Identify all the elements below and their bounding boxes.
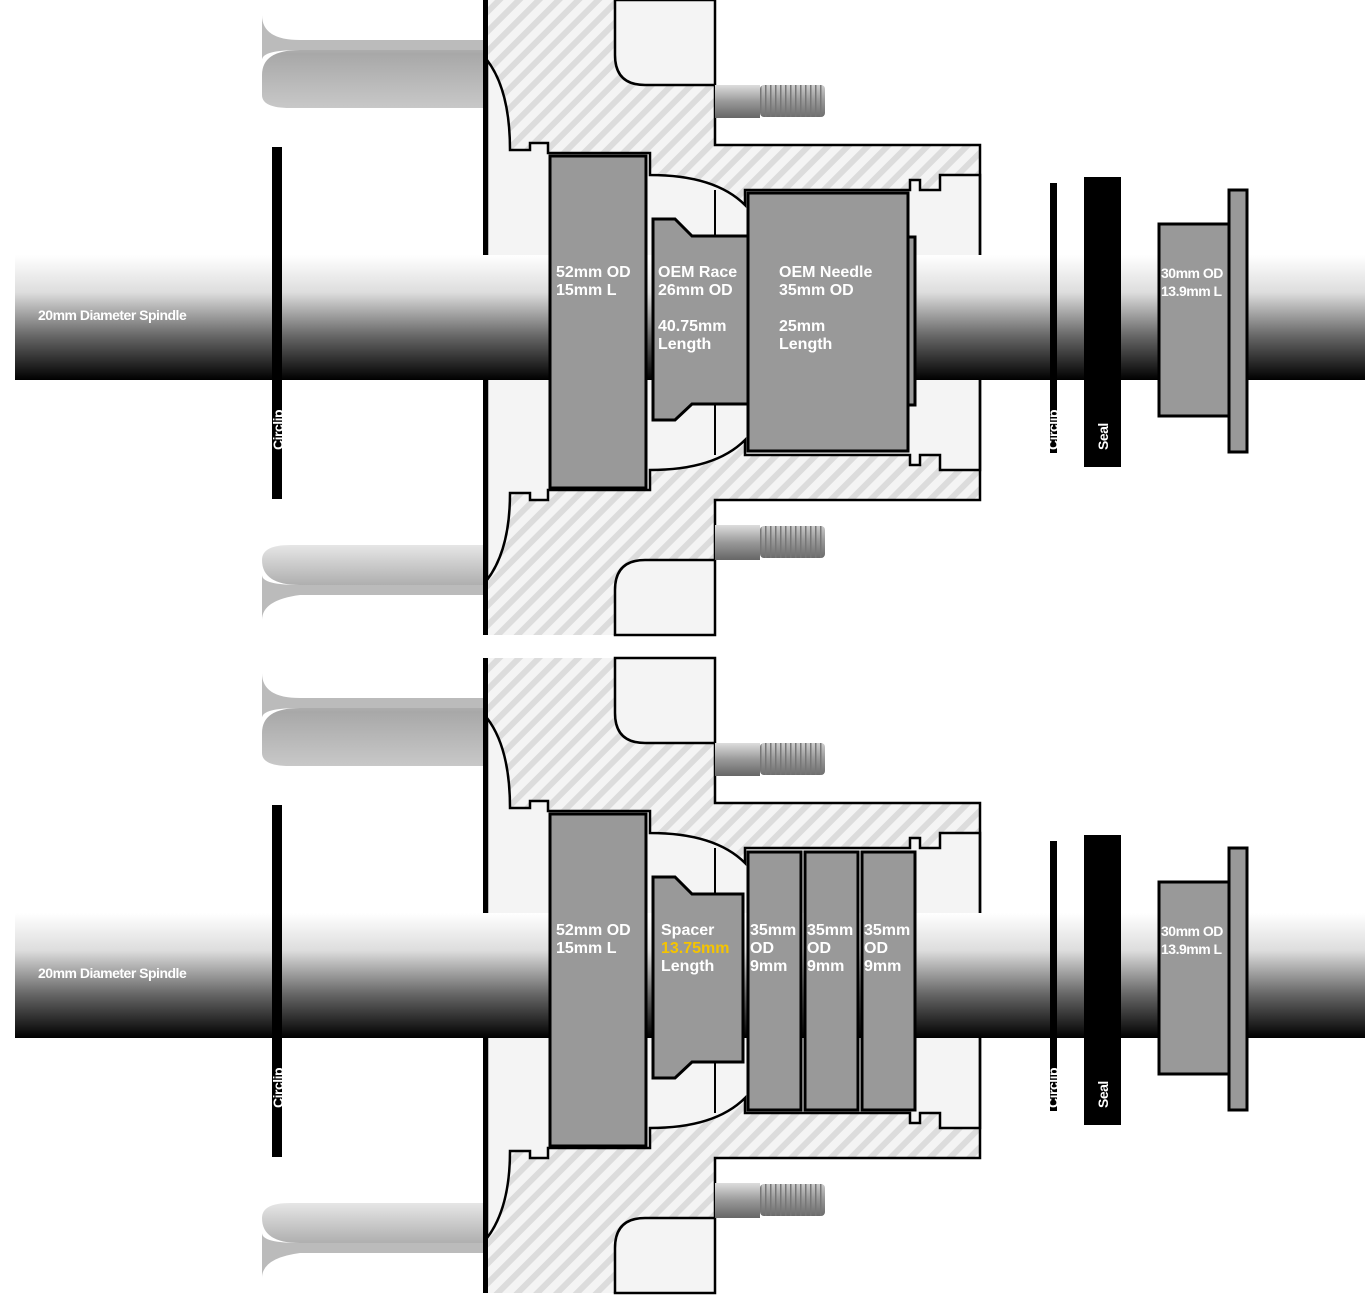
needle-label: 25mm xyxy=(779,318,825,335)
spacer-length-highlight: 13.75mm xyxy=(661,940,730,957)
race-label: Length xyxy=(658,336,711,353)
bearing-35-label: 9mm xyxy=(750,958,787,975)
spacer xyxy=(651,875,745,1080)
bearing-35-label: 35mm xyxy=(807,922,853,939)
spacer-label: Length xyxy=(661,958,714,975)
bearing-35-label: 9mm xyxy=(807,958,844,975)
bearing-52-label: 15mm L xyxy=(556,940,617,957)
circlip-left-label: Circlip xyxy=(270,410,286,450)
bearing-35mm-2 xyxy=(803,850,860,1112)
bearing-35-label: 9mm xyxy=(864,958,901,975)
bushing-label: 30mm OD xyxy=(1161,923,1223,939)
circlip-right-label: Circlip xyxy=(1045,410,1061,450)
circlip-right-label: Circlip xyxy=(1045,1068,1061,1108)
seal-label: Seal xyxy=(1095,423,1111,450)
bearing-35-label: 35mm xyxy=(750,922,796,939)
bearing-35-label: OD xyxy=(750,940,774,957)
spacer-label: Spacer xyxy=(661,922,714,939)
bushing-label: 13.9mm L xyxy=(1161,941,1223,957)
race-label: OEM Race xyxy=(658,264,737,281)
needle-label: OEM Needle xyxy=(779,264,872,281)
spindle-label: 20mm Diameter Spindle xyxy=(38,965,187,981)
circlip-left-label: Circlip xyxy=(270,1068,286,1108)
spindle-label: 20mm Diameter Spindle xyxy=(38,307,187,323)
bearing-52-label: 52mm OD xyxy=(556,264,631,281)
oem-needle-bearing xyxy=(746,191,910,453)
race-label: 26mm OD xyxy=(658,282,733,299)
seal-label: Seal xyxy=(1095,1081,1111,1108)
bearing-35mm-3 xyxy=(860,850,917,1112)
bearing-35-label: OD xyxy=(807,940,831,957)
bushing-label: 13.9mm L xyxy=(1161,283,1223,299)
bushing-label: 30mm OD xyxy=(1161,265,1223,281)
race-label: 40.75mm xyxy=(658,318,727,335)
needle-label: 35mm OD xyxy=(779,282,854,299)
bearing-35mm-1 xyxy=(746,850,803,1112)
panel-upgrade: 20mm Diameter Spindle Circlip Circlip Se… xyxy=(13,656,1367,1295)
bearing-52-label: 15mm L xyxy=(556,282,617,299)
panel-oem: 20mm Diameter Spindle Circlip Circlip Se… xyxy=(13,0,1367,637)
bearing-52-label: 52mm OD xyxy=(556,922,631,939)
bearing-35-label: 35mm xyxy=(864,922,910,939)
needle-label: Length xyxy=(779,336,832,353)
bearing-35-label: OD xyxy=(864,940,888,957)
